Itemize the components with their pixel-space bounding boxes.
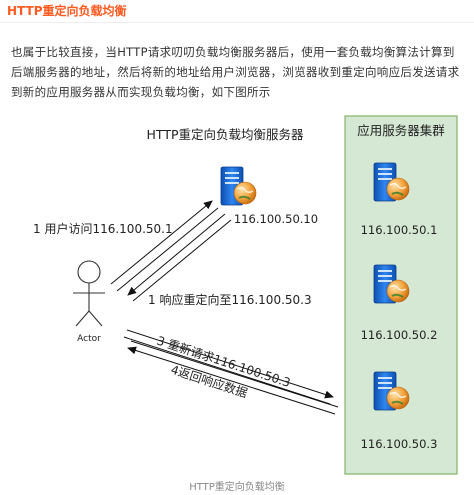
label-step2: 1 响应重定向至116.100.50.3 bbox=[148, 292, 312, 307]
arrow-re-request-outline bbox=[123, 336, 331, 405]
app-server-1: 116.100.50.1 bbox=[361, 162, 438, 237]
server-icon bbox=[220, 166, 257, 206]
server-ip: 116.100.50.1 bbox=[361, 223, 438, 237]
arrow-redirect-outline bbox=[132, 219, 232, 302]
actor-icon bbox=[73, 260, 105, 327]
actor-label: Actor bbox=[77, 334, 101, 344]
label-step1: 1 用户访问116.100.50.1 bbox=[33, 221, 173, 236]
lb-ip: 116.100.50.10 bbox=[234, 212, 318, 226]
arrow-request bbox=[110, 200, 213, 285]
server-ip: 116.100.50.2 bbox=[361, 328, 438, 342]
arrow-redirect bbox=[127, 213, 226, 296]
title-divider bbox=[0, 22, 474, 23]
arrow-response bbox=[127, 346, 336, 415]
load-balancer bbox=[220, 166, 257, 206]
article-title: HTTP重定向负载均衡 bbox=[7, 4, 127, 18]
arrow-response-outline bbox=[130, 340, 339, 408]
article-paragraph: 也属于比较直接，当HTTP请求叨叨负载均衡服务器后，使用一套负载均衡算法计算到后… bbox=[11, 45, 460, 99]
arrow-re-request bbox=[126, 329, 334, 399]
cluster-title: 应用服务器集群 bbox=[357, 123, 445, 138]
lb-title: HTTP重定向负载均衡服务器 bbox=[147, 127, 304, 142]
arrow-request-outline bbox=[116, 207, 219, 292]
figure-caption: HTTP重定向负载均衡 bbox=[189, 482, 285, 493]
server-ip: 116.100.50.3 bbox=[361, 437, 438, 451]
app-server-2: 116.100.50.2 bbox=[361, 264, 438, 342]
app-server-3: 116.100.50.3 bbox=[361, 371, 438, 451]
